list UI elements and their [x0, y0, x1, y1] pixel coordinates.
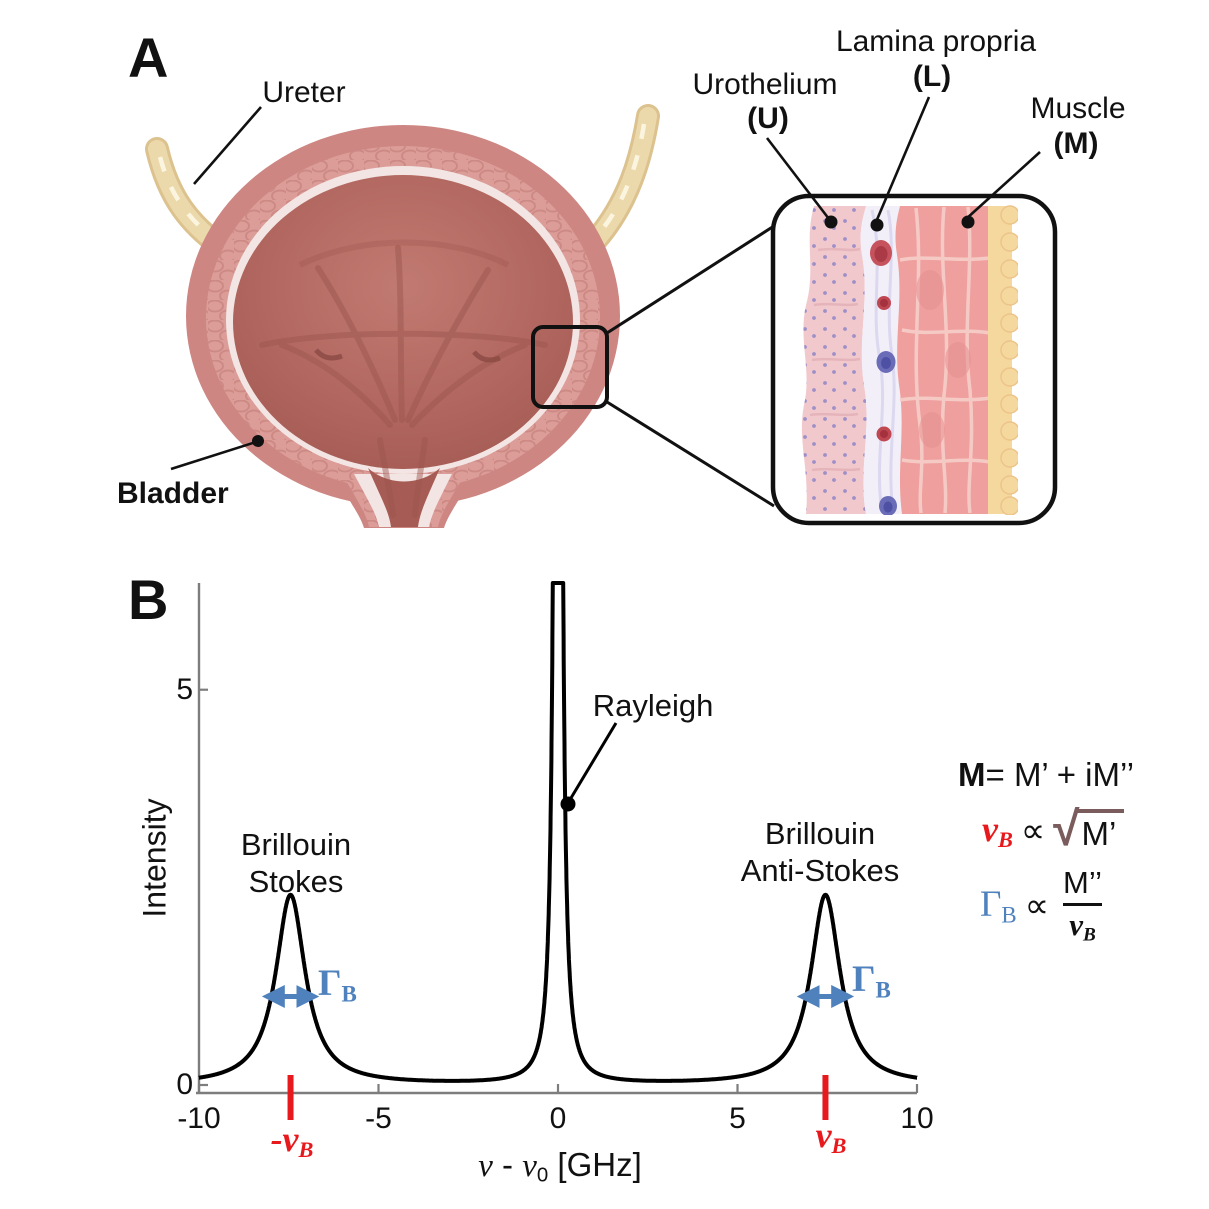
equation-linewidth: ΓB ∝ M’’ νB — [980, 865, 1134, 946]
muscle-abbr: (M) — [1053, 127, 1099, 160]
bladder-label: Bladder — [117, 477, 229, 510]
proportional-to-symbol: ∝ — [1020, 811, 1046, 850]
inset-vessels — [870, 240, 897, 515]
x-tick-label: 0 — [549, 1102, 567, 1135]
stokes-annotation: Brillouin Stokes — [240, 827, 352, 900]
anti-stokes-annotation: Brillouin Anti-Stokes — [740, 816, 900, 889]
ureter-left-tube — [145, 137, 254, 272]
tissue-inset — [770, 193, 1058, 526]
x-tick-label: -5 — [365, 1102, 392, 1135]
x-tick-label: 10 — [900, 1102, 934, 1135]
bladder-folds — [259, 245, 548, 518]
nu-b-label-neg: -νB — [270, 1119, 314, 1163]
muscle-label: Muscle — [1030, 92, 1126, 125]
inset-border — [770, 193, 1058, 526]
inset-muscle-layer — [895, 206, 992, 514]
ureteric-orifices — [314, 348, 501, 363]
ureter-label: Ureter — [262, 76, 346, 109]
rayleigh-leader — [560, 722, 618, 812]
urothelium-abbr: (U) — [747, 102, 789, 135]
equations-block: M = M’ + iM’’ νB ∝ √M’ ΓB ∝ M’’ νB — [958, 756, 1134, 947]
nu-b-label-pos: νB — [815, 1115, 847, 1159]
gamma-b-label-right: ΓB — [852, 959, 891, 1003]
inset-lamina-layer — [860, 206, 902, 514]
equation-complex-modulus: M = M’ + iM’’ — [958, 756, 1135, 793]
leader-dots — [252, 215, 975, 447]
fraction: M’’ νB — [1063, 865, 1103, 946]
equation-brillouin-shift: νB ∝ √M’ — [982, 803, 1134, 857]
y-tick-label: 5 — [176, 672, 193, 706]
x-tick-label: 5 — [729, 1102, 746, 1135]
x-tick-label: -10 — [177, 1102, 221, 1135]
urothelium-label: Urothelium — [692, 68, 838, 101]
panel-b-label: B — [128, 568, 169, 631]
bladder-body — [186, 125, 620, 528]
zoom-region-box — [531, 325, 609, 409]
ureter-right-tube — [584, 104, 660, 252]
rayleigh-annotation: Rayleigh — [592, 688, 714, 723]
leader-lines — [170, 96, 1041, 471]
gamma-b-label-left: ΓB — [318, 963, 357, 1007]
sqrt-symbol: √ — [1053, 803, 1080, 857]
x-axis-title: ν - ν0 [GHz] — [478, 1146, 642, 1187]
lamina-propria-label: Lamina propria — [835, 25, 1037, 58]
zoom-connector-lines — [606, 224, 775, 508]
y-tick-label: 0 — [176, 1068, 193, 1101]
inset-fat-layer — [988, 205, 1018, 515]
y-axis-title: Intensity — [136, 798, 173, 918]
lamina-propria-abbr: (L) — [912, 60, 952, 93]
inset-urothelium-layer — [801, 206, 867, 514]
panel-a-label: A — [128, 26, 169, 89]
proportional-to-symbol: ∝ — [1024, 886, 1049, 925]
